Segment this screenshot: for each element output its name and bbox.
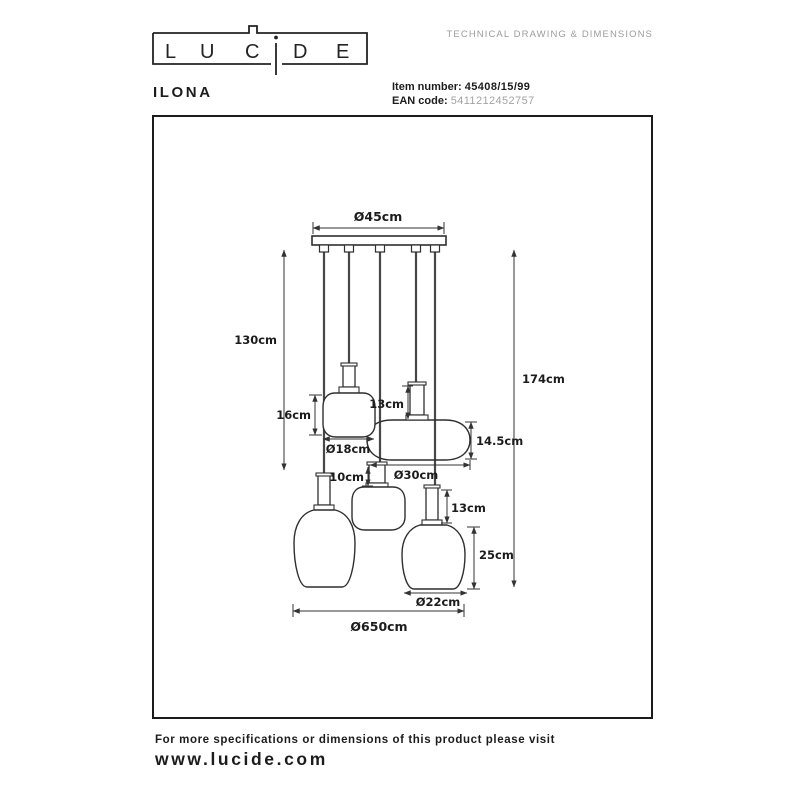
dim-shade-b-socket-height: 13cm — [369, 397, 404, 411]
cord-connector — [410, 244, 422, 253]
cord-connector — [429, 244, 441, 253]
dim-canopy-diameter: Ø45cm — [354, 209, 402, 224]
cord-connector — [374, 244, 386, 253]
socket-oval-shade — [409, 383, 425, 416]
lamp-shade-oval — [366, 381, 471, 461]
item-number-label: Item number: — [392, 81, 462, 93]
dimension-labels: Ø45cm 130cm 174cm 16cm Ø18cm 13cm 14.5cm… — [234, 209, 565, 634]
logo-frame — [152, 25, 368, 65]
lamp-shade-bell-right — [401, 484, 466, 590]
item-number-row: Item number: 45408/15/99 — [392, 80, 535, 94]
brand-logo: L U C D E — [152, 25, 368, 75]
ean-label: EAN code: — [392, 95, 448, 107]
lamp-shade-bell-left — [293, 472, 356, 588]
dimension-lines — [281, 222, 517, 617]
drawing-box: Ø45cm 130cm 174cm 16cm Ø18cm 13cm 14.5cm… — [152, 115, 653, 719]
logo-letter-d: D — [293, 41, 307, 63]
socket-barrel-middle — [368, 463, 386, 484]
footer-note: For more specifications or dimensions of… — [155, 734, 556, 746]
dim-shade-b-height: 14.5cm — [476, 434, 523, 448]
logo-letter-u: U — [200, 41, 214, 63]
dim-drop-length: 130cm — [234, 333, 277, 347]
dim-shade-b-diameter: Ø30cm — [394, 468, 439, 482]
ean-row: EAN code: 5411212452757 — [392, 94, 535, 108]
logo-letter-e: E — [336, 41, 349, 63]
dim-total-height: 174cm — [522, 372, 565, 386]
dim-shade-e-height: 25cm — [479, 548, 514, 562]
socket-bell-left — [317, 474, 331, 506]
product-name: ILONA — [153, 84, 213, 101]
dim-overall-diameter: Ø650cm — [350, 619, 407, 634]
logo-i-dot — [274, 35, 278, 40]
dim-shade-e-diameter: Ø22cm — [416, 595, 461, 609]
cord-connector — [343, 244, 355, 253]
dim-shade-a-diameter: Ø18cm — [326, 442, 371, 456]
ceiling-canopy — [311, 235, 447, 253]
logo-letter-c: C — [245, 41, 259, 63]
dim-shade-a-height: 16cm — [276, 408, 311, 422]
lamp-shade-barrel-top — [322, 362, 376, 438]
socket-bell-right — [425, 486, 439, 521]
doc-type-label: TECHNICAL DRAWING & DIMENSIONS — [446, 29, 653, 40]
ean-value: 5411212452757 — [450, 95, 535, 107]
website-url: www.lucide.com — [155, 749, 328, 769]
cord-connector — [318, 244, 330, 253]
item-number-value: 45408/15/99 — [464, 81, 531, 93]
socket-barrel-top — [342, 364, 356, 388]
technical-drawing: Ø45cm 130cm 174cm 16cm Ø18cm 13cm 14.5cm… — [234, 209, 565, 634]
product-meta: Item number: 45408/15/99 EAN code: 54112… — [392, 80, 535, 108]
dim-shade-e-socket-height: 13cm — [451, 501, 486, 515]
logo-letter-l: L — [165, 41, 176, 63]
dim-shade-c-socket-height: 10cm — [329, 470, 364, 484]
